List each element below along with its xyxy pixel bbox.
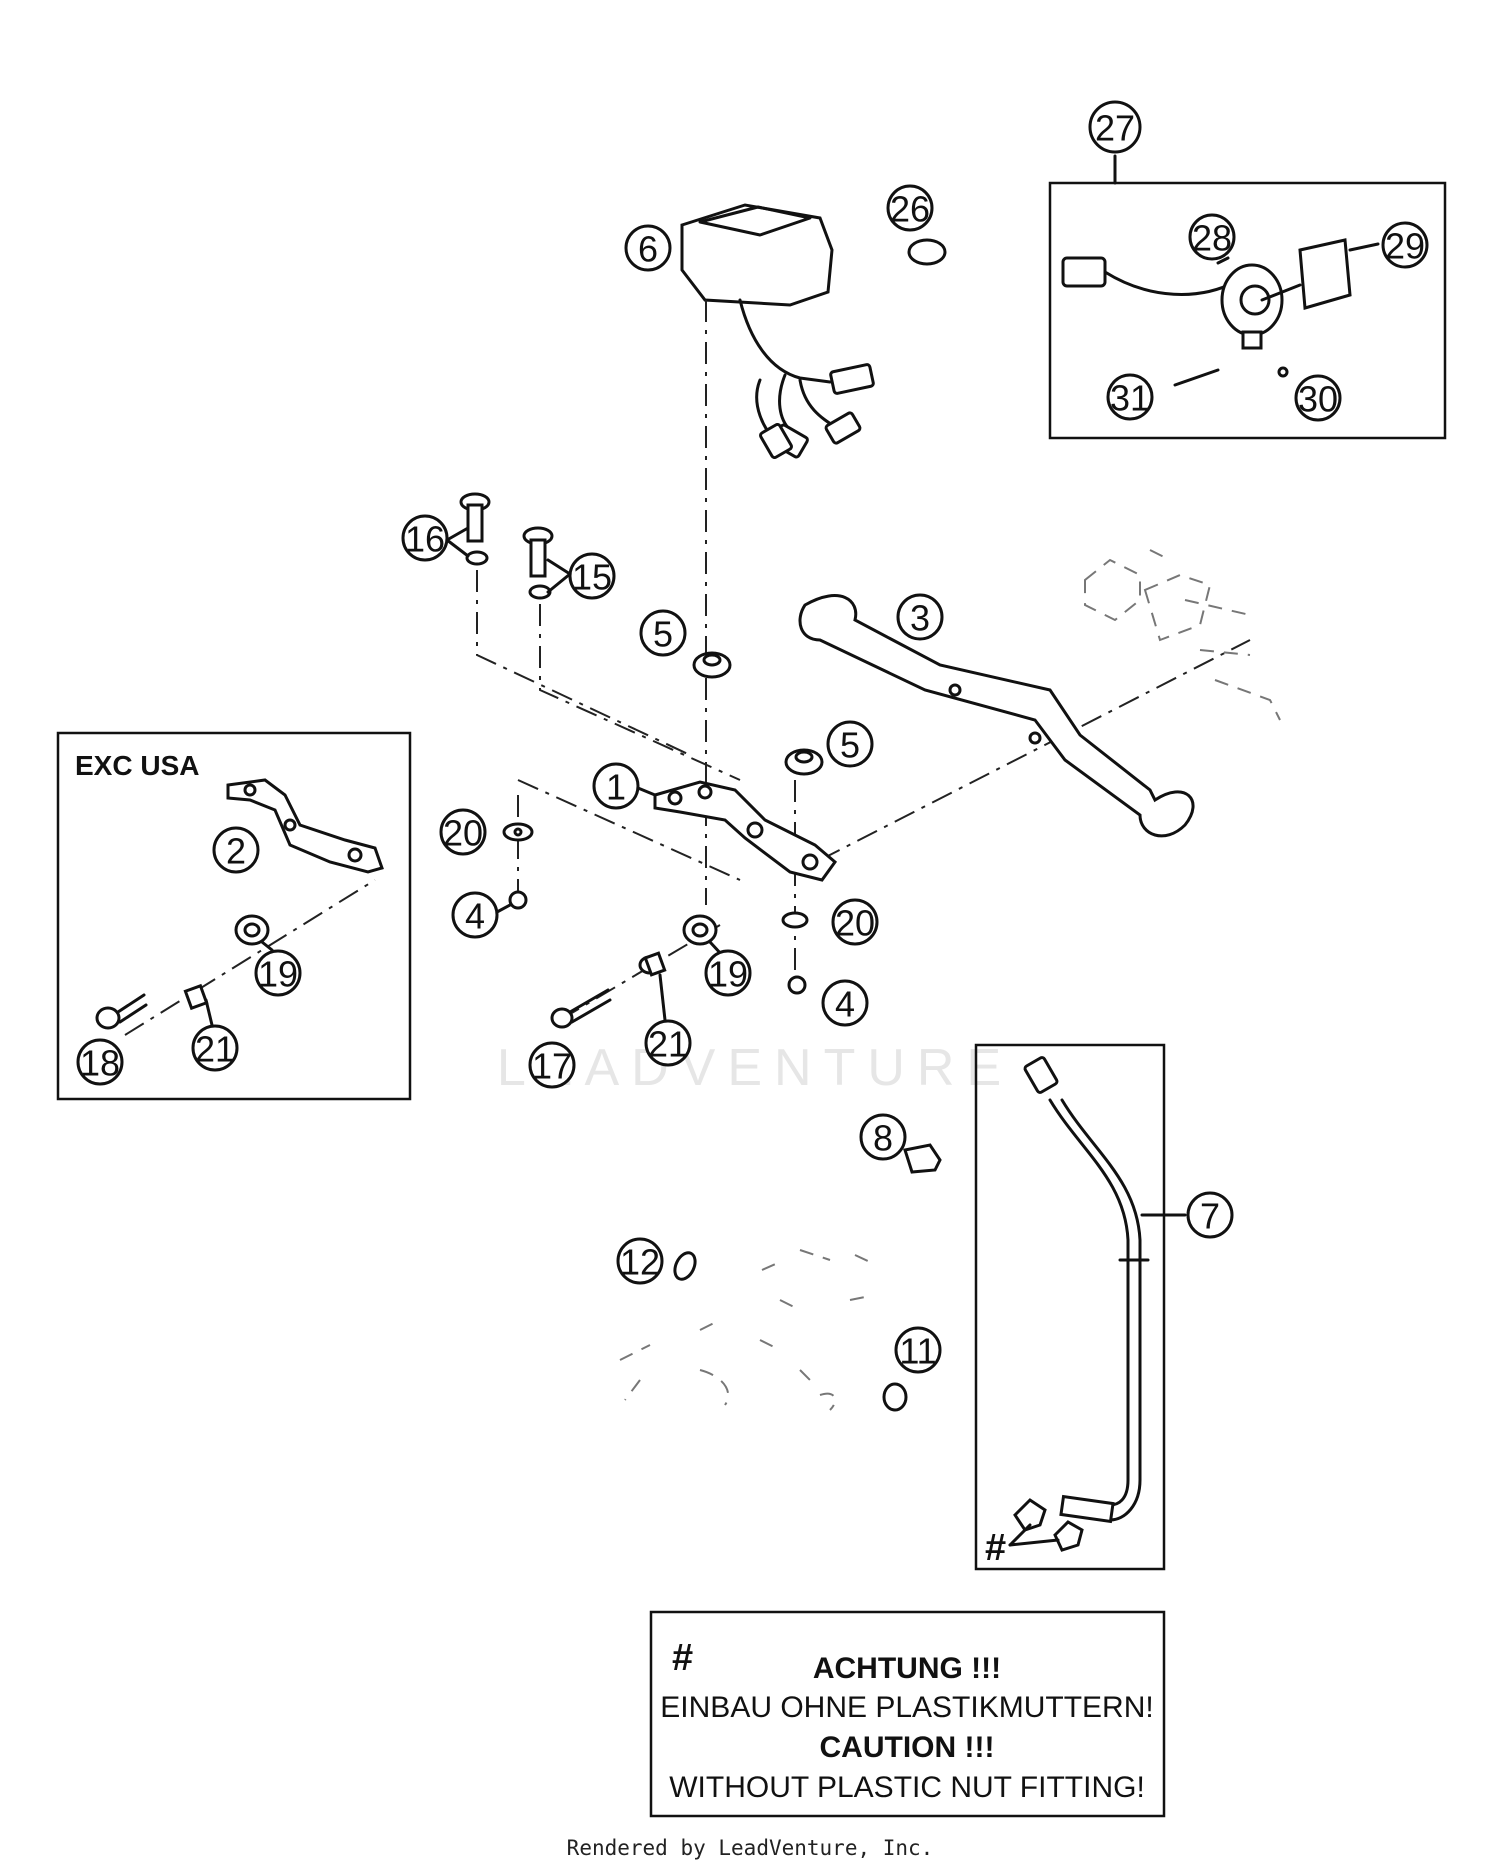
svg-text:28: 28 — [1192, 218, 1232, 259]
svg-text:21: 21 — [648, 1024, 688, 1065]
callout-21-exc: 21 — [191, 998, 239, 1072]
screw-15-drawing — [522, 526, 554, 600]
ring-drawing — [673, 1251, 697, 1281]
svg-text:6: 6 — [638, 229, 658, 270]
callout-28: 28 — [1188, 213, 1236, 265]
svg-text:30: 30 — [1298, 379, 1338, 420]
callout-1: 1 — [592, 762, 657, 810]
speedo-cable-drawing — [1008, 1056, 1150, 1552]
caution-note-box — [649, 1610, 1166, 1818]
switch-box — [1048, 181, 1447, 440]
callout-16: 16 — [401, 514, 470, 562]
grommet-lower-right-drawing — [682, 914, 718, 946]
svg-text:17: 17 — [532, 1046, 572, 1087]
note-line-achtung: ACHTUNG !!! — [813, 1652, 1001, 1685]
svg-text:19: 19 — [708, 954, 748, 995]
callout-4-left: 4 — [451, 891, 512, 939]
svg-text:12: 12 — [620, 1242, 660, 1283]
callout-4-right: 4 — [821, 979, 869, 1027]
svg-text:27: 27 — [1095, 108, 1135, 149]
callout-6: 6 — [624, 224, 672, 272]
callout-29: 29 — [1381, 221, 1429, 269]
nut-left-drawing — [508, 890, 528, 910]
svg-text:15: 15 — [572, 557, 612, 598]
callout-27: 27 — [1088, 100, 1142, 154]
note-line-einbau: EINBAU OHNE PLASTIKMUTTERN! — [660, 1691, 1153, 1724]
support-bar-drawing — [798, 594, 1195, 838]
clip-drawing — [903, 1143, 942, 1174]
note-hash: # — [672, 1637, 693, 1679]
svg-text:21: 21 — [195, 1029, 235, 1070]
footer-credit: Rendered by LeadVenture, Inc. — [566, 1836, 934, 1860]
spacer-11-drawing — [882, 1382, 908, 1412]
spacer-exc-drawing — [183, 983, 209, 1011]
washer-left-drawing — [502, 822, 534, 842]
bracket-2-drawing — [226, 778, 384, 874]
cable-box — [974, 1043, 1166, 1571]
note-line-without: WITHOUT PLASTIC NUT FITTING! — [669, 1771, 1145, 1804]
svg-text:7: 7 — [1200, 1196, 1220, 1237]
switch-assembly-drawing — [1061, 238, 1380, 387]
cap-drawing — [907, 238, 947, 266]
svg-text:26: 26 — [890, 189, 930, 230]
callout-3: 3 — [896, 593, 944, 641]
nut-right-drawing — [787, 975, 807, 995]
svg-text:4: 4 — [465, 896, 485, 937]
callout-8: 8 — [859, 1113, 907, 1161]
speedometer-unit-drawing — [680, 203, 875, 460]
svg-text:16: 16 — [405, 519, 445, 560]
washer-right-drawing — [781, 911, 809, 929]
spacer-right-drawing — [638, 951, 667, 977]
wheel-hub-ghost — [619, 1249, 871, 1411]
note-line-caution: CAUTION !!! — [820, 1731, 995, 1764]
exc-usa-box — [56, 731, 412, 1101]
callout-19-exc: 19 — [254, 940, 302, 997]
callout-18: 18 — [76, 1038, 124, 1086]
frame-outline-ghost — [1084, 549, 1281, 721]
callout-20-right: 20 — [831, 898, 879, 946]
callout-30: 30 — [1294, 374, 1342, 422]
svg-text:5: 5 — [653, 614, 673, 655]
svg-text:29: 29 — [1385, 226, 1425, 267]
screw-16-drawing — [459, 492, 491, 566]
callout-5-right: 5 — [826, 720, 874, 768]
callout-20-left: 20 — [439, 808, 487, 856]
hash-marker: # — [985, 1527, 1006, 1569]
svg-text:18: 18 — [80, 1043, 120, 1084]
svg-text:31: 31 — [1110, 378, 1150, 419]
exc-usa-title: EXC USA — [75, 750, 199, 781]
svg-text:8: 8 — [873, 1118, 893, 1159]
callout-17: 17 — [528, 1041, 576, 1089]
callout-26: 26 — [886, 184, 934, 232]
svg-text:19: 19 — [258, 954, 298, 995]
callout-21-right: 21 — [644, 973, 692, 1067]
watermark: LEADVENTURE — [497, 1039, 1013, 1097]
svg-text:11: 11 — [899, 1331, 936, 1372]
callout-12: 12 — [616, 1237, 664, 1285]
svg-text:20: 20 — [835, 903, 875, 944]
svg-text:20: 20 — [443, 813, 483, 854]
svg-text:2: 2 — [226, 831, 246, 872]
callout-31: 31 — [1106, 373, 1154, 421]
grommet-right-drawing — [784, 748, 824, 776]
svg-text:3: 3 — [910, 598, 930, 639]
grommet-upper-drawing — [692, 651, 732, 679]
callout-19-right: 19 — [704, 940, 752, 997]
callout-2: 2 — [212, 826, 260, 874]
svg-text:4: 4 — [835, 984, 855, 1025]
callout-15: 15 — [546, 552, 616, 600]
callout-11: 11 — [894, 1326, 942, 1374]
svg-text:5: 5 — [840, 725, 860, 766]
bolt-17-drawing — [550, 988, 612, 1029]
bracket-1-drawing — [653, 780, 838, 882]
callout-5-upper: 5 — [639, 609, 687, 657]
callout-7: 7 — [1140, 1191, 1234, 1239]
bolt-18-drawing — [95, 993, 148, 1030]
svg-text:1: 1 — [606, 767, 626, 808]
grommet-exc-drawing — [234, 914, 270, 946]
